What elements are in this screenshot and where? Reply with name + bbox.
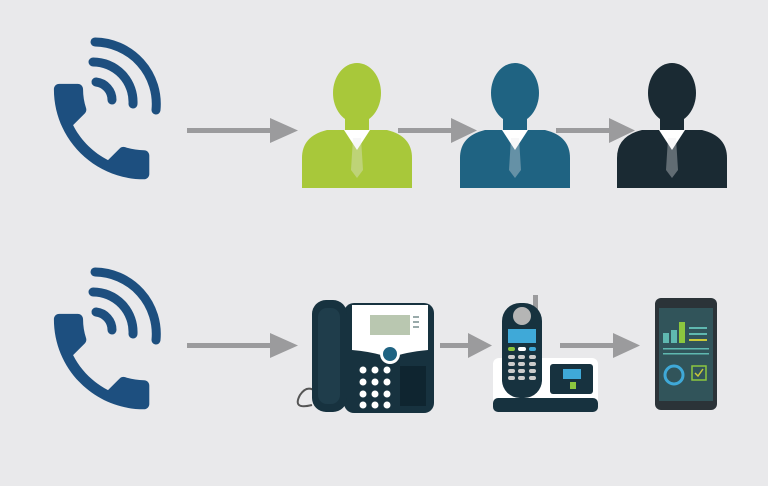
person-icon [302,63,412,188]
arrow-icon [556,118,635,143]
arrow-icon [187,333,298,358]
phone-call-icon [54,272,156,409]
arrow-icon [560,333,640,358]
arrow-icon [398,118,477,143]
arrow-icon [187,118,298,143]
person-icon [617,63,727,188]
phone-call-icon [54,42,156,179]
smartphone-icon [655,298,717,410]
person-icon [460,63,570,188]
desk-phone-icon [296,300,434,413]
arrow-icon [440,333,492,358]
cordless-phone-icon [493,295,598,412]
